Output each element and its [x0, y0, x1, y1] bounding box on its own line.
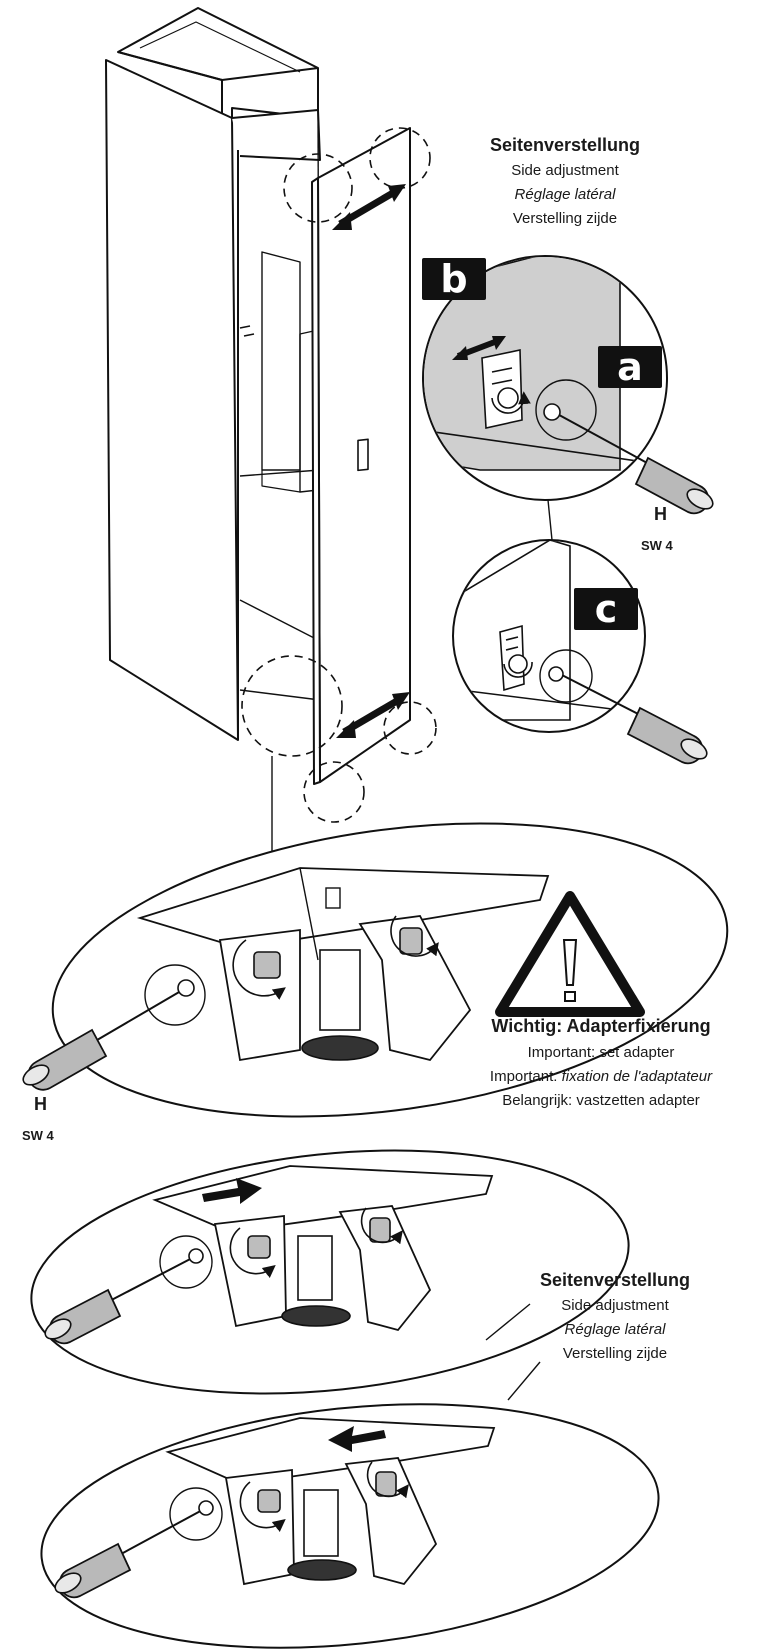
badge-a: a	[598, 345, 662, 389]
bottom-label-fr: Réglage latéral	[564, 1321, 666, 1338]
detail-circle-c	[452, 539, 646, 733]
bottom-label-de: Seitenverstellung	[539, 1270, 691, 1290]
warning-triangle-icon	[495, 891, 645, 1017]
adapter-detail-ellipse	[51, 822, 729, 1118]
side-adjust-ellipse-2	[40, 1403, 660, 1649]
screwdriver-icon	[548, 666, 708, 765]
double-arrow-icon	[332, 184, 406, 230]
tool-key-top: H	[654, 504, 667, 524]
tool-size-top: SW 4	[641, 538, 673, 553]
screwdriver-icon	[44, 1248, 204, 1345]
double-arrow-icon	[336, 692, 410, 738]
tool-key-mid: H	[34, 1094, 47, 1114]
top-label-en: Side adjustment	[511, 162, 619, 179]
bottom-label-en: Side adjustment	[561, 1297, 669, 1314]
top-label-nl: Verstelling zijde	[512, 210, 618, 227]
detail-circle-a-b	[422, 255, 668, 501]
screwdriver-icon	[22, 979, 195, 1091]
tall-cabinet	[105, 7, 437, 860]
push-arrow-icon	[328, 1426, 386, 1452]
screwdriver-icon	[54, 1500, 214, 1599]
warning-en: Important: set adapter	[527, 1044, 675, 1061]
tool-size-mid: SW 4	[22, 1128, 54, 1143]
warning-nl: Belangrijk: vastzetten adapter	[502, 1092, 700, 1109]
push-arrow-icon	[202, 1178, 262, 1204]
side-adjust-ellipse-1	[30, 1149, 630, 1395]
top-label-de: Seitenverstellung	[489, 135, 641, 155]
warning-de: Wichtig: Adapterfixierung	[491, 1016, 711, 1036]
badge-b: b	[422, 257, 486, 301]
warning-fr: Important: fixation de l'adaptateur	[430, 1068, 772, 1085]
bottom-label-nl: Verstelling zijde	[562, 1345, 668, 1362]
screwdriver-icon	[543, 403, 714, 515]
warning-fr-prefix: Important:	[489, 1068, 558, 1085]
top-label-fr: Réglage latéral	[514, 186, 616, 203]
warning-fr-italic: fixation de l'adaptateur	[561, 1068, 713, 1085]
badge-c: c	[574, 587, 638, 631]
